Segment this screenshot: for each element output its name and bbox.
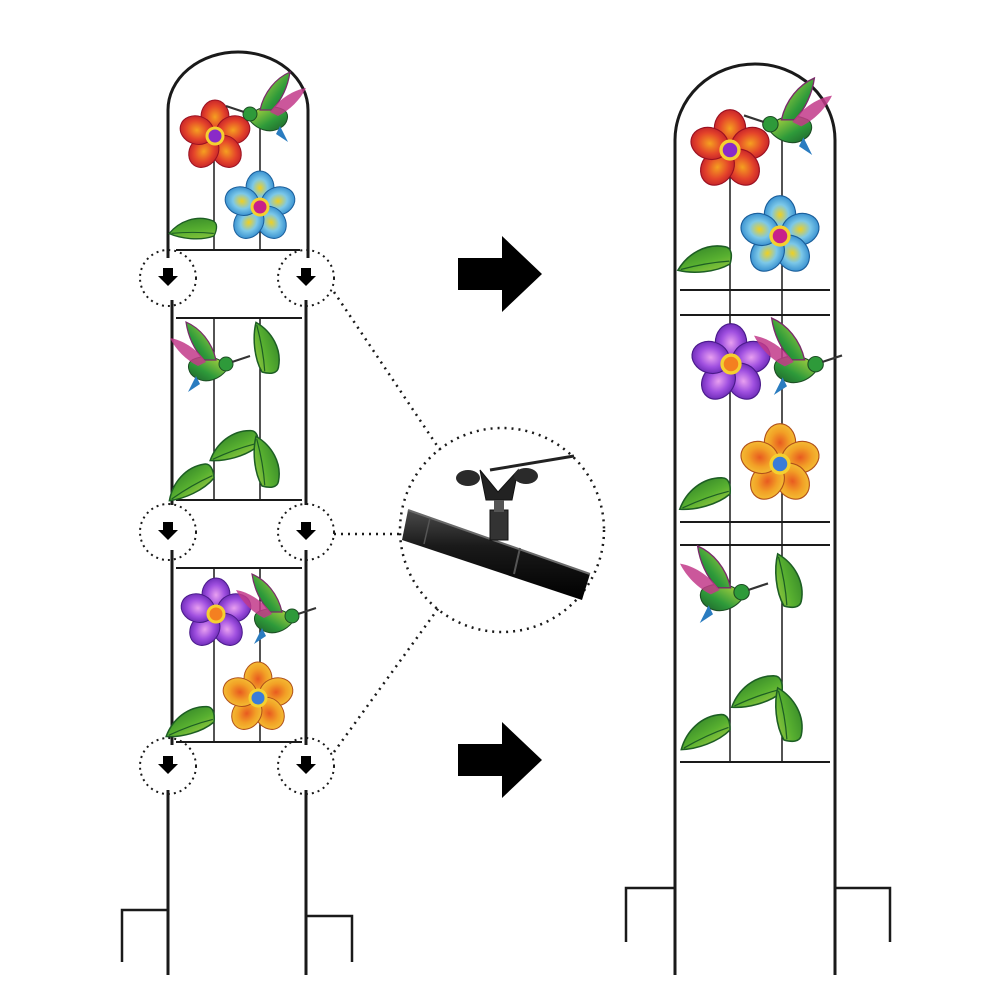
trellis-assembled: [624, 62, 892, 975]
flower-blue: [220, 170, 300, 245]
leaf: [235, 321, 294, 379]
connection-point: [139, 249, 335, 795]
hummingbird: [678, 544, 770, 625]
pipe-connector: [402, 454, 591, 600]
flower-red: [686, 109, 774, 193]
flower-orange: [736, 423, 824, 507]
flower-blue: [736, 195, 824, 279]
arrow-down-icon: [158, 268, 316, 774]
flower-red: [175, 99, 255, 174]
flower-purple: [176, 577, 256, 652]
wing-nut-icon: [456, 468, 538, 541]
flower-orange: [218, 661, 298, 736]
leaf: [680, 705, 735, 762]
leaf: [677, 230, 738, 293]
leaf: [678, 466, 736, 525]
flower-purple: [687, 323, 775, 407]
arrow-right-icon: [458, 236, 542, 312]
arrow-right-icon: [458, 722, 542, 798]
trellis-disassembled: [120, 50, 354, 975]
connector-callout: [332, 291, 606, 753]
hummingbird: [169, 321, 251, 393]
